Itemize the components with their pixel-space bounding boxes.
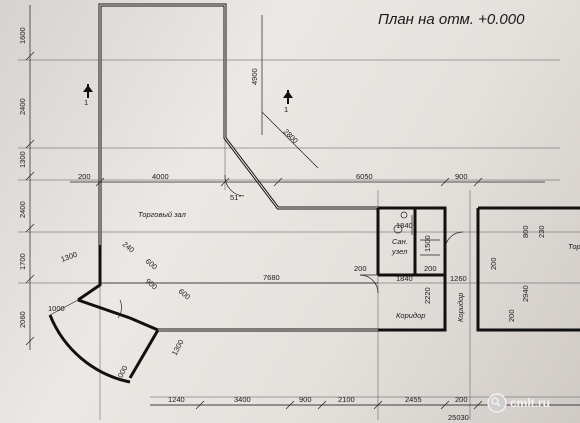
dim-bottom-2455: 2455 xyxy=(405,395,422,404)
dim-left-1300: 1300 xyxy=(18,151,27,168)
watermark: cmlt.ru xyxy=(487,393,550,413)
dim-top-200: 200 xyxy=(78,172,91,181)
dim-bottom-3400: 3400 xyxy=(234,395,251,404)
section-mark-left: 1 xyxy=(84,98,88,107)
dim-top-4000: 4000 xyxy=(152,172,169,181)
room-label-toilet-2: узел xyxy=(391,247,408,256)
dim-4900: 4900 xyxy=(250,68,259,85)
dim-left-2400a: 2400 xyxy=(18,98,27,115)
diagonal-dimensions: 4900 2800 51° xyxy=(224,15,319,202)
watermark-text: cmlt.ru xyxy=(510,396,550,410)
dim-bottom-25030: 25030 xyxy=(448,413,469,422)
dim-bottom-1240: 1240 xyxy=(168,395,185,404)
bottom-dimension-chain: 1240 3400 900 2100 2455 200 25030 xyxy=(150,395,580,422)
dim-800r: 800 xyxy=(521,225,530,238)
dim-left-1600: 1600 xyxy=(18,27,27,44)
reference-lines xyxy=(18,20,580,420)
dim-2940: 2940 xyxy=(521,285,530,302)
dim-left-2060: 2060 xyxy=(18,311,27,328)
dim-bottom-900: 900 xyxy=(299,395,312,404)
room-label-right: Тор xyxy=(568,242,580,251)
dim-1300-left: 1300 xyxy=(60,250,79,264)
dim-left-2400b: 2400 xyxy=(18,201,27,218)
dim-angle-51: 51° xyxy=(230,193,241,202)
room-label-hall: Торговый зал xyxy=(138,210,187,219)
dim-240: 240 xyxy=(121,240,136,255)
dim-600a: 600 xyxy=(144,257,159,272)
dim-1260: 1260 xyxy=(450,274,467,283)
dim-1000a: 1000 xyxy=(48,304,65,313)
dim-900b: 900 xyxy=(144,277,159,292)
room-label-toilet-1: Сан. xyxy=(392,237,408,246)
room-label-corridor-v: Коридор xyxy=(456,293,465,322)
left-dimension-chain: 1600 2400 1300 2400 1700 2060 xyxy=(18,5,35,350)
interior-dimensions: 1840 1500 800 230 240 600 900 600 7680 2… xyxy=(48,221,546,383)
dim-7680: 7680 xyxy=(263,273,280,282)
room-label-corridor-h: Коридор xyxy=(396,311,425,320)
top-dimension-chain: 200 4000 6050 900 xyxy=(70,172,545,187)
section-markers: 1 1 xyxy=(83,84,293,114)
dim-200b: 200 xyxy=(424,264,437,273)
section-mark-right: 1 xyxy=(284,105,288,114)
dim-bottom-2100: 2100 xyxy=(338,395,355,404)
plan-title: План на отм. +0.000 xyxy=(378,11,525,28)
dim-200r2: 200 xyxy=(507,309,516,322)
dim-200a: 200 xyxy=(354,264,367,273)
interior-partitions xyxy=(117,208,464,319)
dim-top-900: 900 xyxy=(455,172,468,181)
dim-1500: 1500 xyxy=(423,235,432,252)
dim-200r1: 200 xyxy=(489,257,498,270)
exterior-walls xyxy=(48,3,580,384)
dim-2220: 2220 xyxy=(423,287,432,304)
dim-230: 230 xyxy=(537,225,546,238)
dim-2800: 2800 xyxy=(282,127,300,145)
dim-600b: 600 xyxy=(177,287,192,302)
dim-bottom-200: 200 xyxy=(455,395,468,404)
dim-1300b: 1300 xyxy=(170,338,186,357)
dim-left-1700: 1700 xyxy=(18,253,27,270)
dim-top-6050: 6050 xyxy=(356,172,373,181)
dim-1840b: 1840 xyxy=(396,274,413,283)
dim-1840a: 1840 xyxy=(396,221,413,230)
